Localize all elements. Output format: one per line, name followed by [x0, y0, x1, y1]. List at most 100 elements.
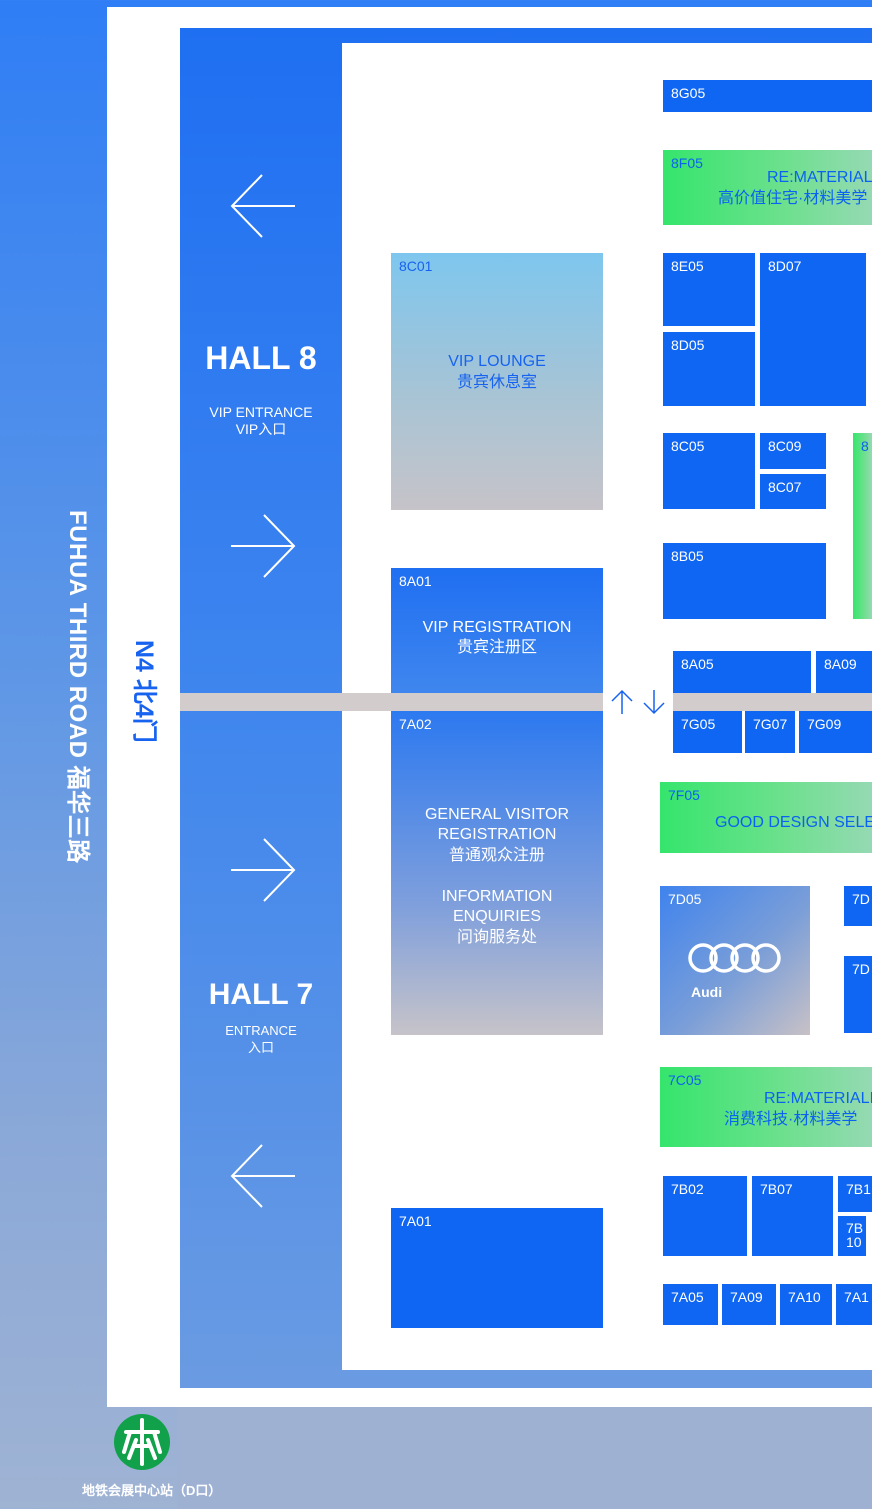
booth-8e05[interactable]: 8E05: [663, 253, 755, 326]
booth-code: 8D07: [768, 258, 802, 274]
zone-label-en: ENQUIRIES: [452, 908, 541, 925]
booth-code: 7A1: [844, 1289, 869, 1305]
zone-7f05-good-design[interactable]: 7F05 GOOD DESIGN SELEC: [660, 782, 872, 853]
hall7-sub-en: ENTRANCE: [225, 1023, 297, 1038]
booth-8g05[interactable]: 8G05: [663, 80, 872, 112]
zone-label-cn: 消费科技·材料美学: [724, 1111, 858, 1128]
booth-8c05[interactable]: 8C05: [663, 433, 755, 509]
booth-code: 7A09: [730, 1289, 763, 1305]
arrow-right-icon: [228, 836, 298, 904]
booth-code: 7B: [846, 1220, 864, 1236]
booth-code: 8C09: [768, 438, 802, 454]
booth-code: 8C05: [671, 438, 705, 454]
zone-label-cn: 贵宾休息室: [456, 374, 537, 391]
booth-code: 7D: [852, 961, 870, 977]
booth-8a09[interactable]: 8A09: [816, 651, 872, 693]
zone-label-en: GOOD DESIGN SELEC: [715, 814, 872, 831]
booth-7b07[interactable]: 7B07: [752, 1176, 833, 1256]
zone-vip-lounge[interactable]: 8C01 VIP LOUNGE 贵宾休息室: [391, 253, 603, 510]
arrow-right-icon: [228, 512, 298, 580]
booth-8b05[interactable]: 8B05: [663, 543, 826, 619]
booth-7a1[interactable]: 7A1: [836, 1284, 872, 1325]
metro-logo-icon: [112, 1412, 172, 1472]
booth-code: 8A09: [824, 656, 857, 672]
zone-code: 8: [861, 438, 869, 454]
hall-corridor: [180, 693, 872, 711]
booth-code: 7D: [852, 891, 870, 907]
booth-code: 8C07: [768, 479, 802, 495]
zone-label-cn: 高价值住宅·材料美学: [718, 190, 868, 207]
booth-7d-upper[interactable]: 7D: [844, 886, 872, 926]
zone-label-en: RE:MATERIALIZ: [764, 1090, 872, 1107]
gate-label: N4 北4门: [130, 640, 158, 743]
booth-code: 7B02: [671, 1181, 704, 1197]
zone-code: 8A01: [399, 573, 432, 589]
zone-7c05-rematerialize[interactable]: 7C05 RE:MATERIALIZ 消费科技·材料美学: [660, 1067, 872, 1147]
booth-7b1[interactable]: 7B1: [838, 1176, 872, 1212]
booth-code: 8E05: [671, 258, 704, 274]
zone-label-cn: 贵宾注册区: [456, 639, 537, 656]
booth-code: 7G09: [807, 716, 842, 732]
zone-vip-registration[interactable]: 8A01 VIP REGISTRATION 贵宾注册区: [391, 568, 603, 693]
zone-label-cn: 普通观众注册: [448, 847, 545, 864]
hall7-sub-cn: 入口: [247, 1040, 274, 1055]
booth-7d05-audi[interactable]: 7D05 Audi: [660, 886, 810, 1035]
zone-label-en: INFORMATION: [441, 888, 553, 905]
booth-7b10[interactable]: 7B 10: [838, 1216, 866, 1256]
booth-7g05[interactable]: 7G05: [673, 711, 742, 753]
zone-code: 7F05: [668, 787, 700, 803]
zone-code: 7A02: [399, 716, 432, 732]
hall8-sub-en: VIP ENTRANCE: [209, 404, 313, 420]
booth-7a10[interactable]: 7A10: [780, 1284, 832, 1325]
zone-label-cn: 问询服务处: [456, 929, 537, 946]
booth-7a09[interactable]: 7A09: [722, 1284, 776, 1325]
road-label: FUHUA THIRD ROAD 福华三路: [64, 510, 91, 864]
booth-8c09[interactable]: 8C09: [760, 433, 826, 469]
booth-8d07[interactable]: 8D07: [760, 253, 866, 406]
booth-7d-lower[interactable]: 7D: [844, 956, 872, 1033]
zone-label-en: VIP REGISTRATION: [422, 619, 572, 636]
booth-8a05[interactable]: 8A05: [673, 651, 811, 693]
hall7-title: HALL 7: [208, 978, 314, 1011]
up-down-arrows-icon: [608, 688, 668, 716]
booth-code: 8A05: [681, 656, 714, 672]
booth-7a05[interactable]: 7A05: [663, 1284, 718, 1325]
booth-7g07[interactable]: 7G07: [745, 711, 795, 753]
zone-code: 7C05: [668, 1072, 702, 1088]
booth-8c07[interactable]: 8C07: [760, 474, 826, 509]
zone-code: 8C01: [399, 258, 433, 274]
zone-general-registration[interactable]: 7A02 GENERAL VISITOR REGISTRATION 普通观众注册…: [391, 711, 603, 1035]
zone-8f05-rematerialize[interactable]: 8F05 RE:MATERIALIZ 高价值住宅·材料美学: [663, 150, 872, 225]
audi-brand-label: Audi: [691, 984, 723, 1000]
booth-code: 8B05: [671, 548, 704, 564]
corridor-gap: [603, 689, 673, 715]
booth-code: 7B1: [846, 1181, 871, 1197]
bottom-walkway: [177, 1407, 872, 1509]
booth-code: 8G05: [671, 85, 706, 101]
booth-code: 7G07: [753, 716, 788, 732]
booth-7b02[interactable]: 7B02: [663, 1176, 747, 1256]
zone-label-en: GENERAL VISITOR: [424, 806, 570, 823]
booth-code: 7A01: [399, 1213, 432, 1229]
zone-code: 8F05: [671, 155, 703, 171]
hall8-title: HALL 8: [205, 340, 317, 376]
booth-code: 7A05: [671, 1289, 704, 1305]
zone-label-en: REGISTRATION: [437, 826, 557, 843]
metro-station-label: 地铁会展中心站（D口）: [82, 1483, 222, 1498]
booth-7g09[interactable]: 7G09: [799, 711, 872, 753]
booth-code: 7B07: [760, 1181, 793, 1197]
zone-8-partial[interactable]: 8: [853, 433, 872, 619]
booth-8d05[interactable]: 8D05: [663, 332, 755, 406]
hall8-sub-cn: VIP入口: [235, 421, 287, 437]
booth-code: 7A10: [788, 1289, 821, 1305]
booth-code: 7D05: [668, 891, 702, 907]
booth-code: 10: [846, 1234, 862, 1250]
booth-7a01[interactable]: 7A01: [391, 1208, 603, 1328]
zone-label-en: RE:MATERIALIZ: [767, 169, 872, 186]
zone-label-en: VIP LOUNGE: [448, 353, 546, 370]
audi-rings-icon: [688, 943, 781, 973]
booth-code: 8D05: [671, 337, 705, 353]
arrow-left-icon: [228, 1142, 298, 1210]
arrow-left-icon: [228, 172, 298, 240]
booth-code: 7G05: [681, 716, 716, 732]
